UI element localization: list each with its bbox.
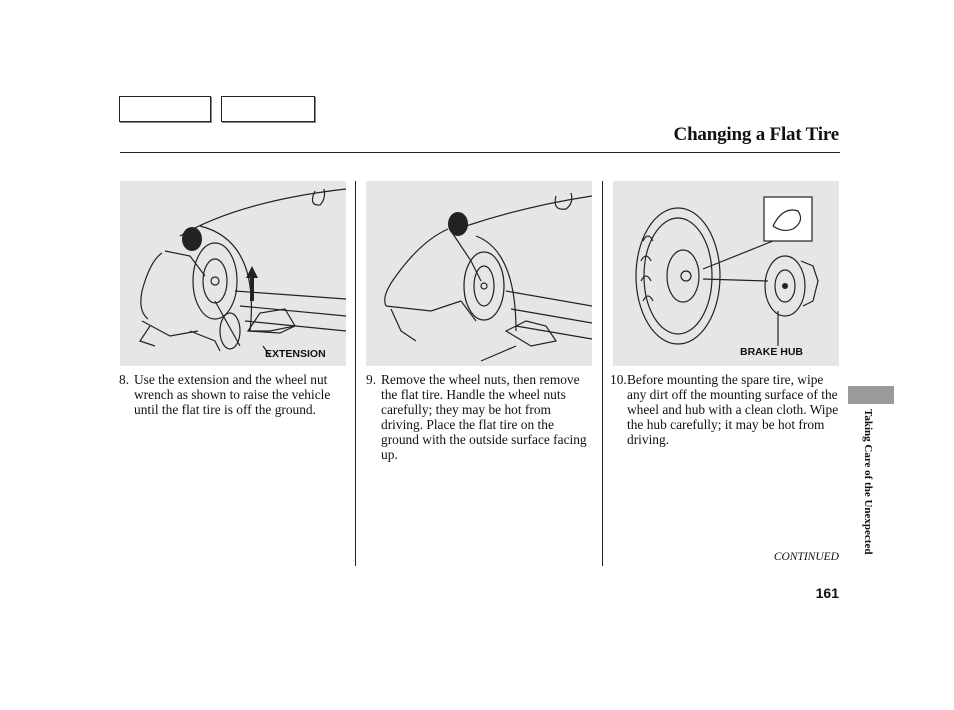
step-9: 9. Remove the wheel nuts, then remove th… xyxy=(366,372,588,462)
section-tab xyxy=(848,386,894,404)
section-label: Taking Care of the Unexpected xyxy=(862,409,874,555)
figure-callout-brake-hub: BRAKE HUB xyxy=(740,346,803,358)
step-number: 9. xyxy=(366,372,377,387)
nav-tab-1[interactable] xyxy=(119,96,211,122)
brake-hub-illustration xyxy=(635,196,819,346)
remove-tire-illustration xyxy=(384,192,592,362)
column-divider-1 xyxy=(355,181,356,566)
step-text: Use the extension and the wheel nut wren… xyxy=(134,372,331,417)
nav-tab-2[interactable] xyxy=(221,96,315,122)
step-8: 8. Use the extension and the wheel nut w… xyxy=(119,372,341,417)
column-divider-2 xyxy=(602,181,603,566)
page-title: Changing a Flat Tire xyxy=(673,124,840,145)
figure-brake-hub: BRAKE HUB xyxy=(613,181,839,366)
step-text: Remove the wheel nuts, then remove the f… xyxy=(381,372,587,462)
figure-remove-tire xyxy=(366,181,592,366)
step-text: Before mounting the spare tire, wipe any… xyxy=(627,372,839,447)
step-10: 10. Before mounting the spare tire, wipe… xyxy=(610,372,839,447)
page-number: 161 xyxy=(815,585,839,601)
title-divider xyxy=(120,152,840,153)
raise-vehicle-illustration xyxy=(139,188,346,357)
continued-label: CONTINUED xyxy=(773,551,839,563)
figure-callout-extension: EXTENSION xyxy=(265,348,326,360)
step-number: 10. xyxy=(610,372,627,387)
figure-raise-vehicle: EXTENSION xyxy=(120,181,346,366)
step-number: 8. xyxy=(119,372,130,387)
